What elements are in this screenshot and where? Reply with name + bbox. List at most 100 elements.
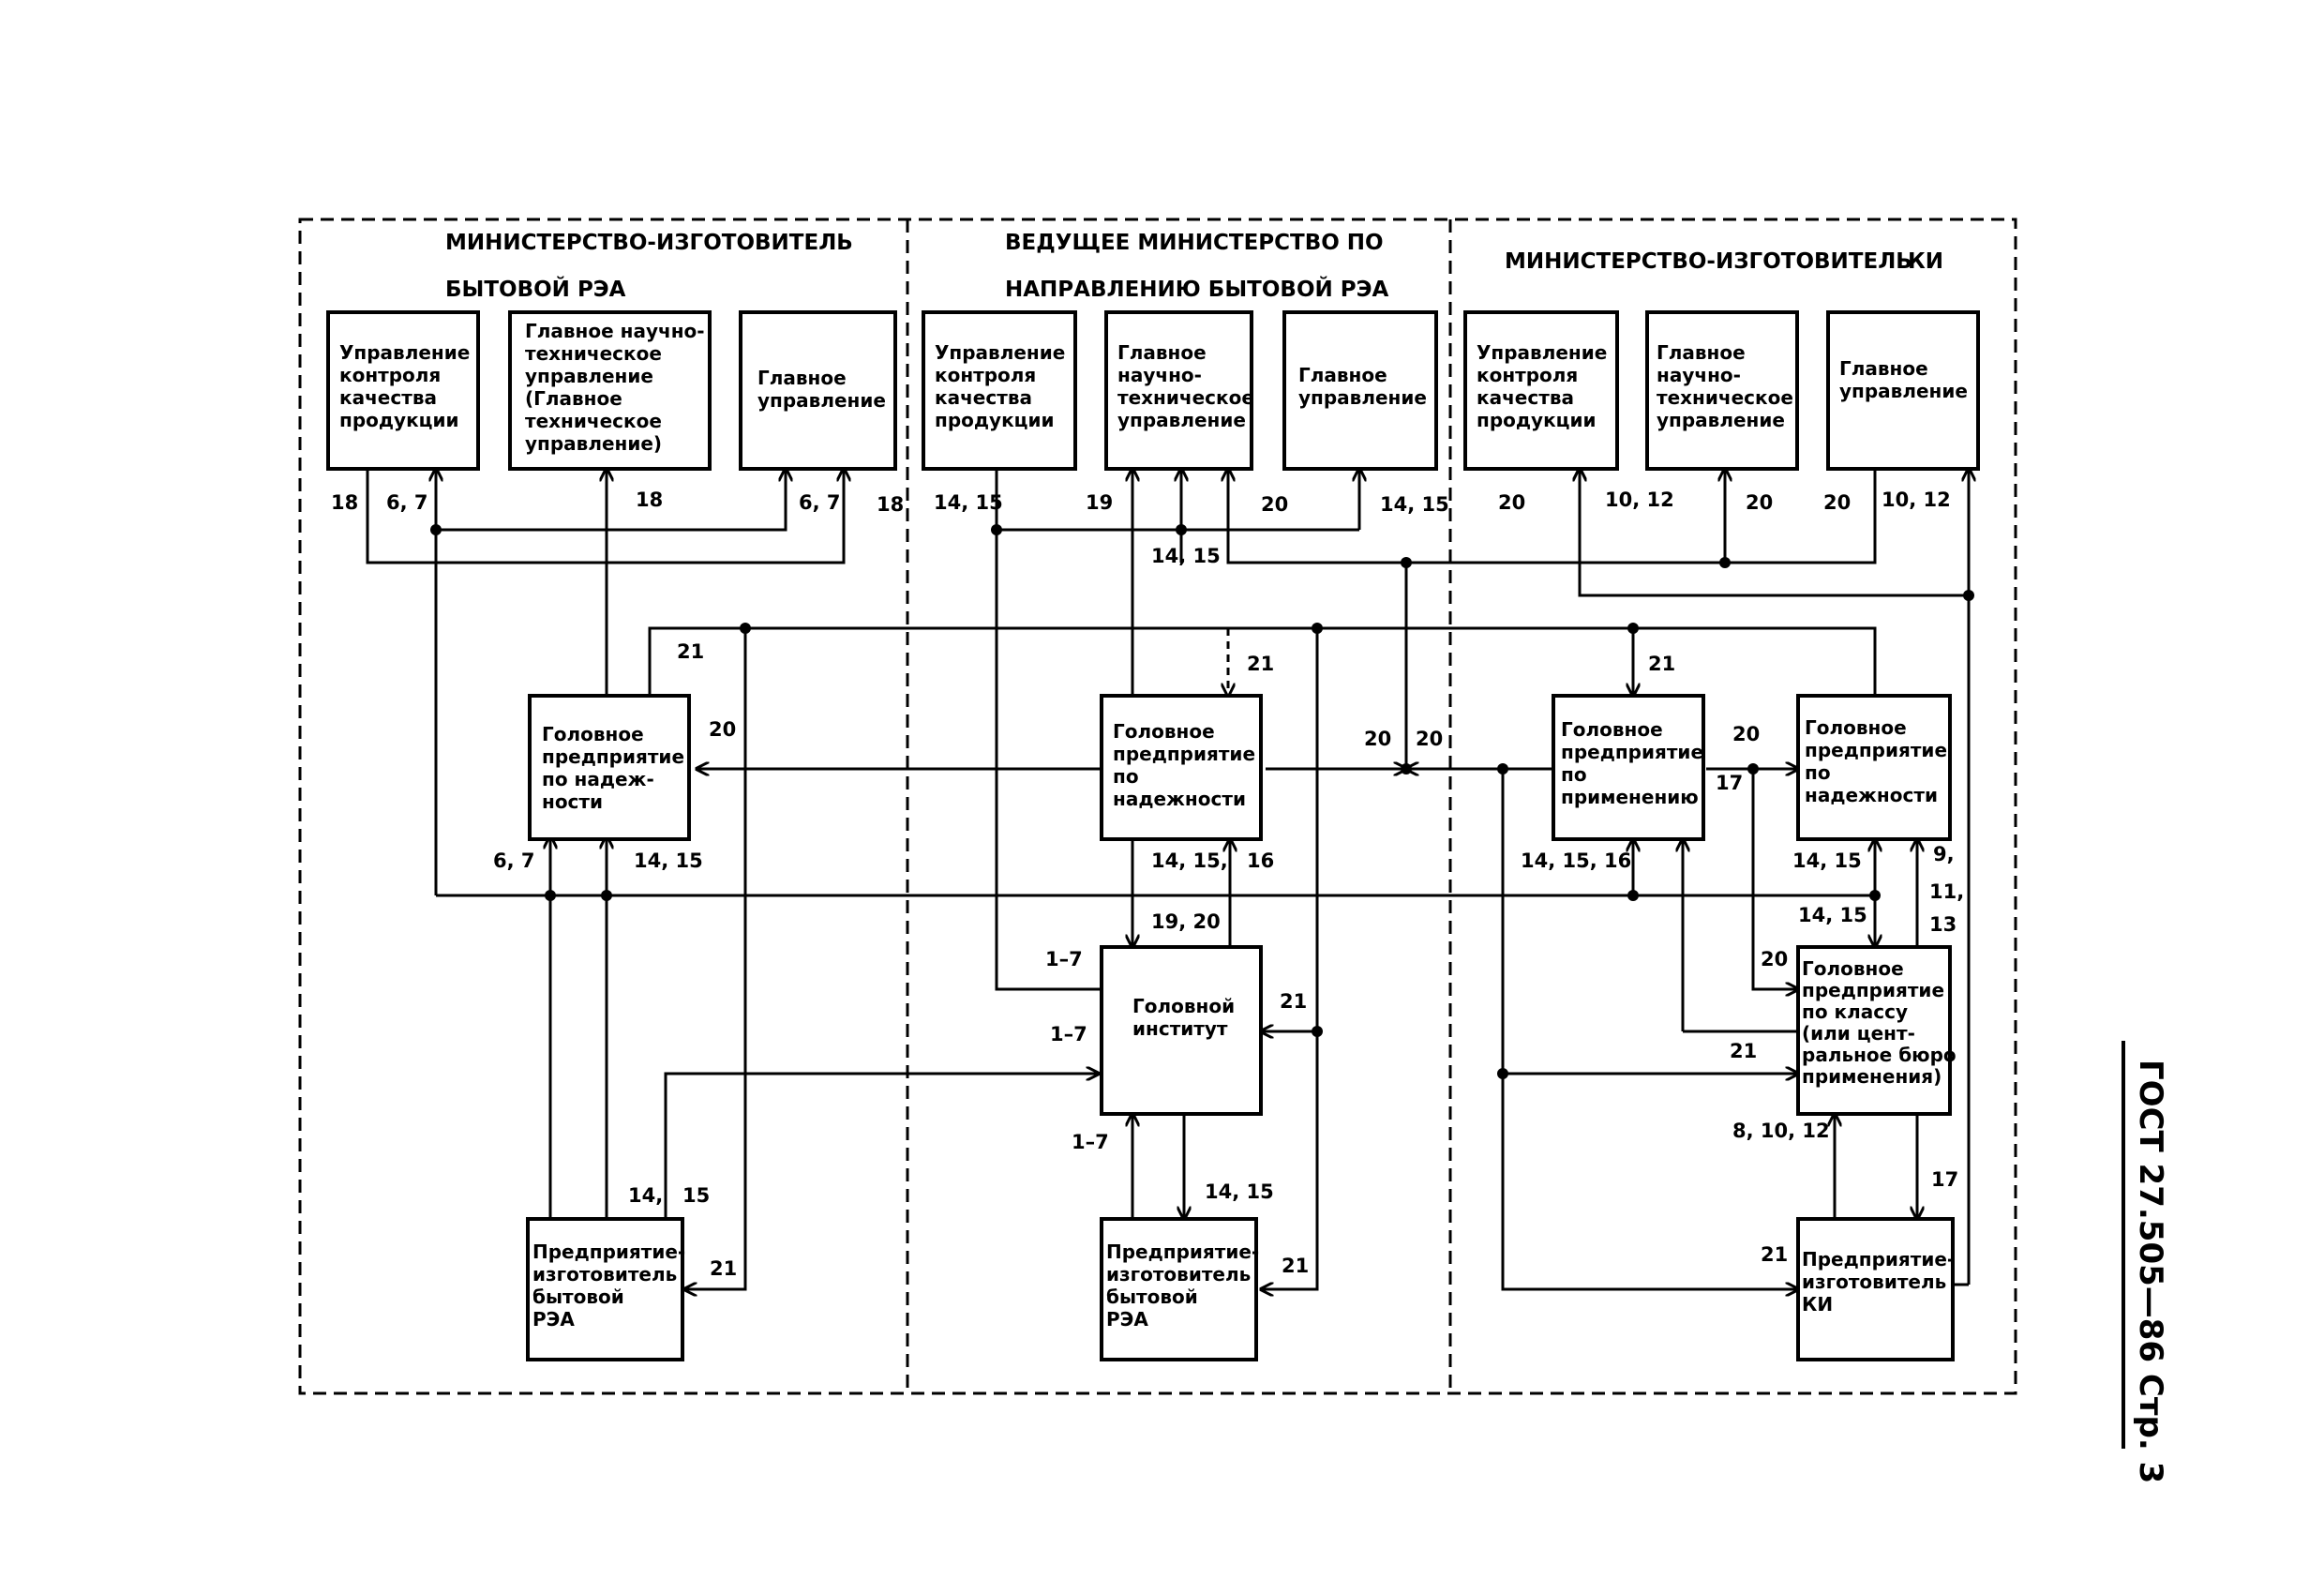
box-reliability-lead-3	[1796, 694, 1952, 841]
flow-label: 8, 10, 12	[1732, 1120, 1830, 1142]
box-line: Главное	[1657, 341, 1746, 364]
section-2-title-line1: ВЕДУЩЕЕ МИНИСТЕРСТВО ПО	[1005, 231, 1384, 255]
junction	[545, 890, 556, 901]
flow-label: 18	[331, 491, 358, 514]
junction	[430, 524, 442, 535]
flow-label: 9,	[1933, 843, 1955, 865]
box-line: надежности	[1113, 788, 1246, 810]
box-line: Управление	[1477, 341, 1607, 364]
page-marker: ГОСТ 27.505—86 Стр. 3	[2122, 1041, 2169, 1483]
junction	[1497, 1068, 1508, 1079]
box-line: КИ	[1802, 1293, 1833, 1316]
flow-label: 21	[710, 1257, 737, 1280]
box-line: научно-	[1117, 364, 1202, 386]
section-3-title-ki: КИ	[1908, 249, 1943, 274]
box-line: продукции	[1477, 409, 1597, 431]
flow-label: 14, 15	[1380, 493, 1449, 516]
box-line: Управление	[935, 341, 1065, 364]
box-lead-institute	[1100, 945, 1263, 1116]
box-line: управление	[757, 389, 886, 412]
flow-label: 21	[1280, 990, 1307, 1013]
flow-label: 16	[1247, 850, 1274, 872]
junction	[1401, 557, 1412, 568]
box-line: изготовитель	[532, 1263, 677, 1286]
connector	[664, 1074, 1099, 1224]
box-line: по	[1561, 763, 1587, 786]
box-line: управление	[525, 365, 653, 387]
flow-label: 20	[1364, 728, 1391, 750]
box-line: Головное	[1561, 718, 1663, 741]
box-main-scitech-2	[1104, 310, 1253, 471]
box-line: предприятие	[1113, 743, 1255, 765]
box-line: контроля	[1477, 364, 1578, 386]
connector	[684, 628, 747, 1289]
flow-label: 20	[1732, 723, 1760, 745]
flow-label: 14, 15, 16	[1521, 850, 1631, 872]
box-manufacturer-2	[1100, 1217, 1258, 1361]
box-line: применения)	[1802, 1065, 1942, 1088]
org-boxes	[326, 310, 1980, 1361]
flow-label: 19	[1086, 491, 1113, 514]
junction	[1312, 623, 1323, 634]
flow-label: 14, 15	[1792, 850, 1862, 872]
box-line: управление	[1657, 409, 1785, 431]
flow-label: 10, 12	[1605, 489, 1674, 511]
box-line: Главное научно-	[525, 320, 705, 342]
box-line: предприятие	[542, 745, 684, 768]
flow-label: 1–7	[1072, 1131, 1109, 1153]
flow-label: 10, 12	[1882, 489, 1951, 511]
flow-label: 18	[877, 493, 904, 516]
box-line: Предприятие-	[1106, 1241, 1259, 1263]
standard-page-label: ГОСТ 27.505—86 Стр. 3	[2132, 1060, 2169, 1483]
flow-label: 14, 15	[1798, 904, 1867, 926]
connector	[1261, 628, 1319, 1289]
section-1-title-line1: МИНИСТЕРСТВО-ИЗГОТОВИТЕЛЬ	[445, 231, 853, 255]
box-line: управление	[1839, 380, 1968, 402]
flow-label: 21	[1761, 1243, 1788, 1266]
junction	[1627, 623, 1639, 634]
box-reliability-lead-2	[1100, 694, 1263, 841]
junction	[1719, 557, 1731, 568]
flow-label: 14,	[628, 1184, 663, 1207]
box-line: надежности	[1805, 784, 1938, 806]
box-line: техническое	[525, 410, 662, 432]
box-line: предприятие	[1802, 979, 1944, 1001]
box-line: (или цент-	[1802, 1022, 1915, 1045]
box-manufacturer-ki	[1796, 1217, 1955, 1361]
connector	[1228, 469, 1877, 564]
box-line: техническое	[1657, 386, 1793, 409]
connector	[995, 469, 1102, 991]
flow-labels: 18 6, 7 18 6, 7 18 14, 15 19 20 14, 15 1…	[331, 489, 1964, 1280]
flow-label: 21	[677, 640, 704, 663]
box-line: качества	[935, 386, 1032, 409]
box-line: Головное	[1802, 957, 1904, 980]
flow-label: 17	[1931, 1168, 1958, 1191]
flow-label: 14, 15	[1151, 545, 1221, 567]
box-line: ности	[542, 790, 603, 813]
junction	[1747, 763, 1759, 774]
box-line: по	[1113, 765, 1139, 788]
section-headings: МИНИСТЕРСТВО-ИЗГОТОВИТЕЛЬ БЫТОВОЙ РЭА ВЕ…	[445, 231, 1943, 302]
connector	[1580, 469, 1969, 597]
flow-label: 11,	[1929, 880, 1964, 903]
flow-label: 14, 15	[934, 491, 1003, 514]
box-main-scitech-3	[1645, 310, 1799, 471]
box-line: Главное	[1839, 357, 1928, 380]
flow-label: 21	[1648, 653, 1675, 675]
box-line: Головной	[1132, 995, 1235, 1017]
box-line: ральное бюро	[1802, 1044, 1957, 1066]
junction	[1312, 1026, 1323, 1037]
flow-label: 21	[1282, 1255, 1309, 1277]
box-line: предприятие	[1805, 739, 1947, 761]
